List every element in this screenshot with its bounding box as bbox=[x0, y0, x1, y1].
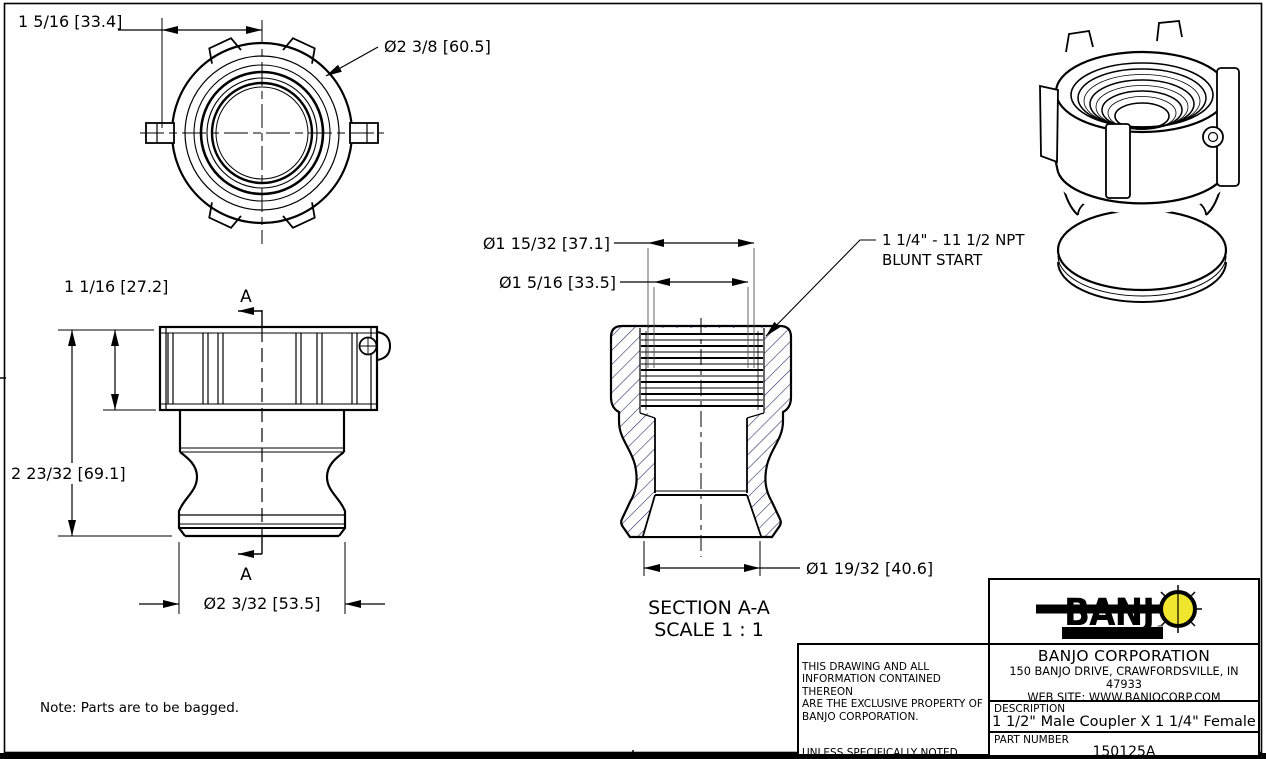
logo-banjo-body bbox=[1154, 585, 1202, 633]
disclaimer-box: THIS DRAWING AND ALL INFORMATION CONTAIN… bbox=[797, 643, 990, 756]
logo-subtitle-bar bbox=[1062, 627, 1163, 639]
dim-overall-height-text: 2 23/32 [69.1] bbox=[11, 464, 126, 483]
logo-box: BANJ ® CORPORATION bbox=[988, 578, 1260, 645]
logo-subtitle: CORPORATION bbox=[1069, 630, 1156, 639]
dim-thread-id: Ø1 5/16 [33.5] bbox=[499, 273, 749, 368]
thread-callout-line2: BLUNT START bbox=[882, 251, 983, 269]
disclaimer-paragraph-1: THIS DRAWING AND ALL INFORMATION CONTAIN… bbox=[802, 660, 983, 723]
dim-bottom-dia-text: Ø2 3/32 [53.5] bbox=[204, 594, 321, 613]
section-line: A A bbox=[238, 287, 263, 585]
banjo-logo: BANJ ® CORPORATION bbox=[1036, 585, 1202, 639]
thread-callout: 1 1/4" - 11 1/2 NPT BLUNT START bbox=[765, 231, 1025, 337]
description-box: DESCRIPTION 1 1/2" Male Coupler X 1 1/4"… bbox=[988, 700, 1260, 746]
disclaimer-paragraph-2: UNLESS SPECIFICALLY NOTED, THIS DRAWING … bbox=[802, 747, 962, 756]
section-bore bbox=[640, 328, 764, 536]
sheet-note: Note: Parts are to be bagged. bbox=[40, 700, 239, 716]
collar-ribs bbox=[167, 333, 358, 404]
dim-thread-od: Ø1 15/32 [37.1] bbox=[483, 234, 755, 368]
front-view: A A 1 1/16 [27.2] 2 23/32 [69.1] Ø2 3/32… bbox=[8, 277, 392, 614]
section-scale: SCALE 1 : 1 bbox=[654, 619, 764, 641]
dim-thread-id-text: Ø1 5/16 [33.5] bbox=[499, 273, 616, 292]
pin-ear bbox=[358, 331, 392, 361]
part-number-value: 150125A bbox=[1092, 744, 1156, 759]
section-view: Ø1 15/32 [37.1] Ø1 5/16 [33.5] 1 1/4" - … bbox=[483, 231, 1026, 641]
dim-outer-dia: Ø2 3/8 [60.5] bbox=[325, 37, 491, 77]
company-box: BANJO CORPORATION 150 BANJO DRIVE, CRAWF… bbox=[988, 643, 1260, 718]
section-threads bbox=[639, 328, 765, 413]
description-label: DESCRIPTION bbox=[994, 703, 1066, 715]
dim-overall-height: 2 23/32 [69.1] bbox=[8, 330, 172, 537]
dim-bottom-id: Ø1 19/32 [40.6] bbox=[643, 541, 933, 578]
iso-view bbox=[1039, 20, 1240, 303]
dim-bottom-dia: Ø2 3/32 [53.5] bbox=[139, 542, 385, 614]
dim-collar-height: 1 1/16 [27.2] bbox=[58, 277, 168, 411]
company-name: BANJO CORPORATION bbox=[1037, 647, 1211, 665]
iso-lugs bbox=[1039, 20, 1240, 199]
dim-collar-height-text: 1 1/16 [27.2] bbox=[64, 277, 168, 296]
dim-top-width-text: 1 5/16 [33.4] bbox=[18, 12, 122, 31]
logo-banjo-neck bbox=[1036, 604, 1178, 614]
company-address: 150 BANJO DRIVE, CRAWFORDSVILLE, IN 4793… bbox=[1009, 665, 1239, 692]
top-view: 1 5/16 [33.4] Ø2 3/8 [60.5] bbox=[18, 12, 491, 244]
dim-thread-od-text: Ø1 15/32 [37.1] bbox=[483, 234, 610, 253]
dim-top-width: 1 5/16 [33.4] bbox=[18, 12, 262, 128]
dim-outer-dia-text: Ø2 3/8 [60.5] bbox=[384, 37, 491, 56]
part-number-label: PART NUMBER bbox=[994, 734, 1069, 746]
rim-lugs bbox=[208, 37, 316, 229]
section-arrow-top-label: A bbox=[240, 287, 252, 307]
section-caption: SECTION A-A bbox=[648, 597, 770, 619]
part-number-box: PART NUMBER 150125A bbox=[988, 731, 1260, 759]
section-arrow-bottom-label: A bbox=[240, 565, 252, 585]
dim-bottom-id-text: Ø1 19/32 [40.6] bbox=[806, 559, 933, 578]
thread-callout-line1: 1 1/4" - 11 1/2 NPT bbox=[882, 231, 1025, 249]
